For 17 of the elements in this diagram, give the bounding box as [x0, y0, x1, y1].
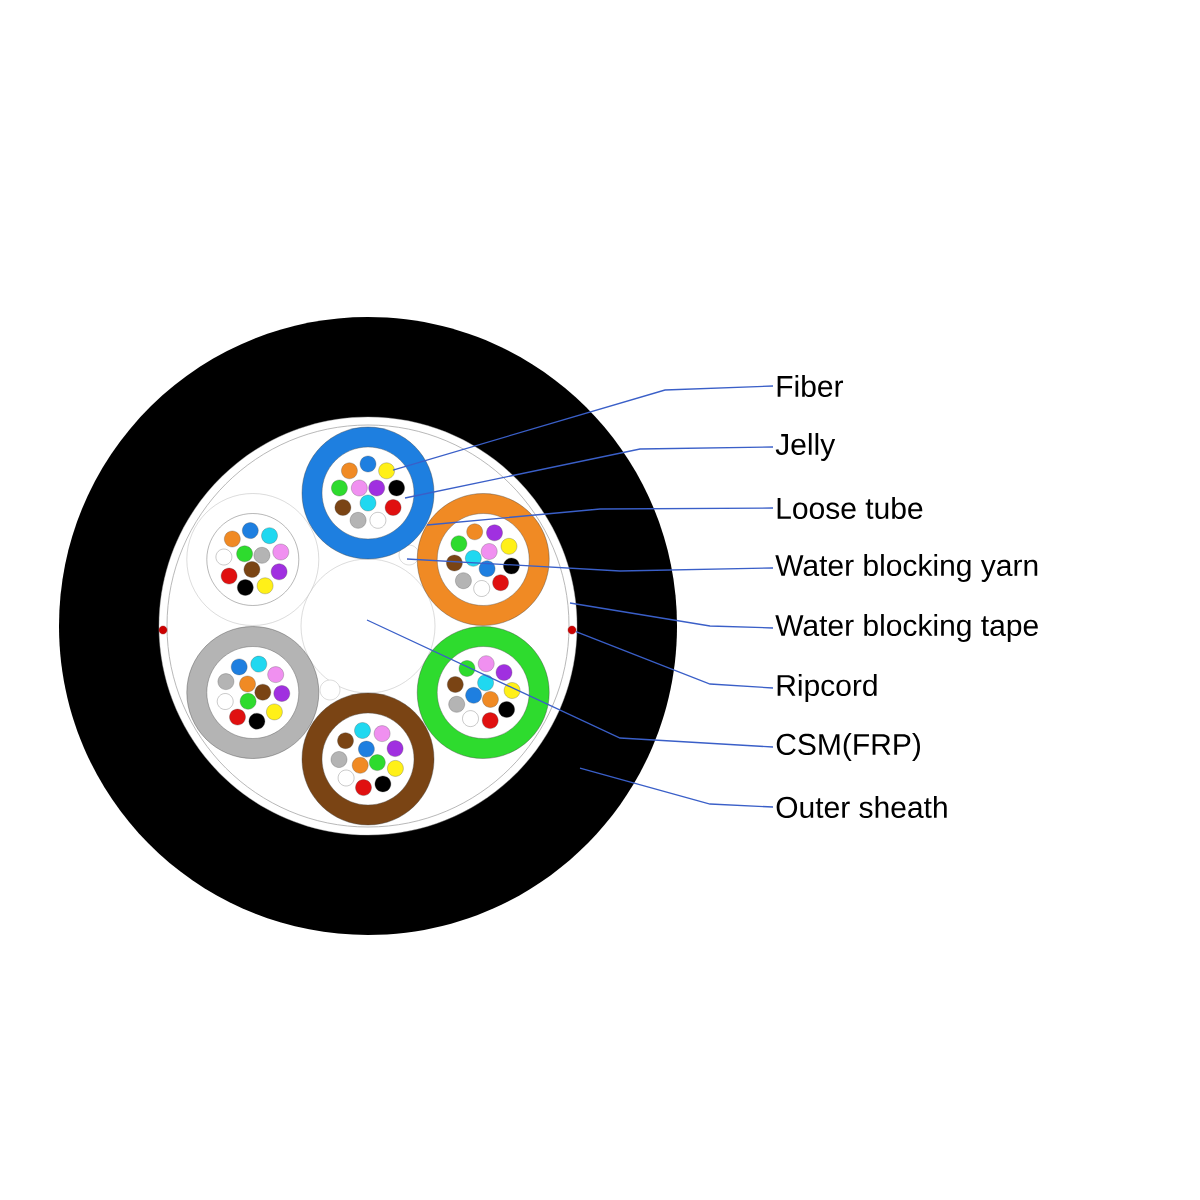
ripcord	[567, 625, 577, 635]
callout-label: Jelly	[775, 433, 836, 461]
callout-label: Fiber	[777, 375, 844, 398]
callout-label: Loose tube	[777, 497, 923, 520]
leader-line	[575, 630, 774, 689]
leader-line	[569, 602, 774, 629]
callout-label: Water blocking tape	[775, 614, 1038, 642]
leader-line	[426, 507, 774, 526]
leader-line	[579, 767, 774, 808]
leader-line	[392, 385, 774, 471]
leader-line	[366, 619, 774, 748]
leader-line	[406, 558, 774, 572]
callout-label: Outer sheath	[776, 796, 947, 819]
callout-label: Ripcord	[777, 674, 877, 702]
callout-label: CSM(FRP)	[776, 733, 920, 761]
leader-line	[404, 446, 774, 499]
callout-label: Water blocking yarn	[775, 554, 1038, 582]
